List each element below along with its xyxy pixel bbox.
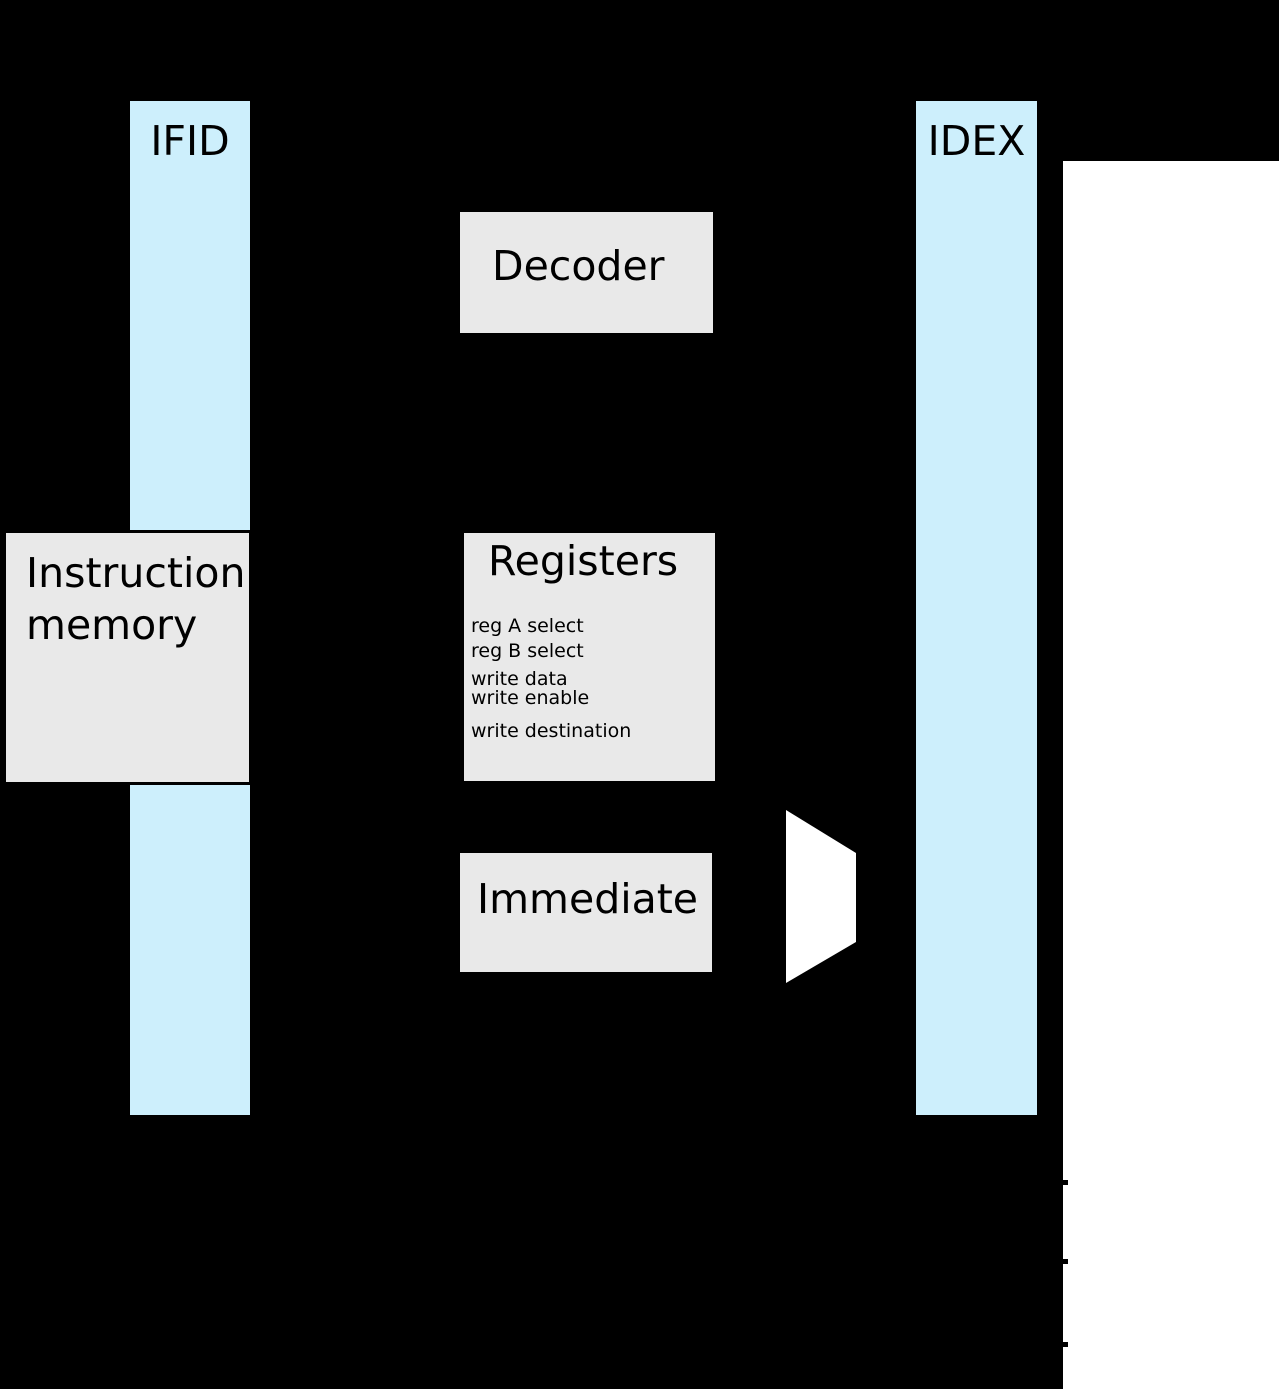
registers-port-write-destination: write destination [471, 720, 632, 742]
side-panel [1063, 161, 1279, 1389]
instruction-memory-label: Instruction memory [26, 549, 246, 650]
idex-label: IDEX [927, 117, 1026, 165]
registers-port-write-data: write data [471, 668, 568, 690]
wire-stub [1063, 1259, 1068, 1264]
mux-trapezoid-icon [786, 810, 856, 983]
wire-stub [1063, 1180, 1068, 1185]
registers-title: Registers [488, 537, 679, 585]
immediate-block: Immediate [458, 851, 714, 974]
decoder-label: Decoder [492, 242, 665, 290]
registers-block: Registers reg A select reg B select writ… [462, 531, 717, 783]
registers-port-reg-a-select: reg A select [471, 615, 584, 637]
wire-stub [1063, 1342, 1068, 1347]
instruction-memory-block: Instruction memory [3, 530, 252, 785]
registers-port-write-enable: write enable [471, 687, 590, 709]
idex-pipeline-register: IDEX [914, 99, 1039, 1117]
immediate-label: Immediate [477, 875, 699, 923]
registers-port-reg-b-select: reg B select [471, 640, 584, 662]
decoder-block: Decoder [458, 210, 715, 335]
ifid-label: IFID [150, 117, 230, 165]
